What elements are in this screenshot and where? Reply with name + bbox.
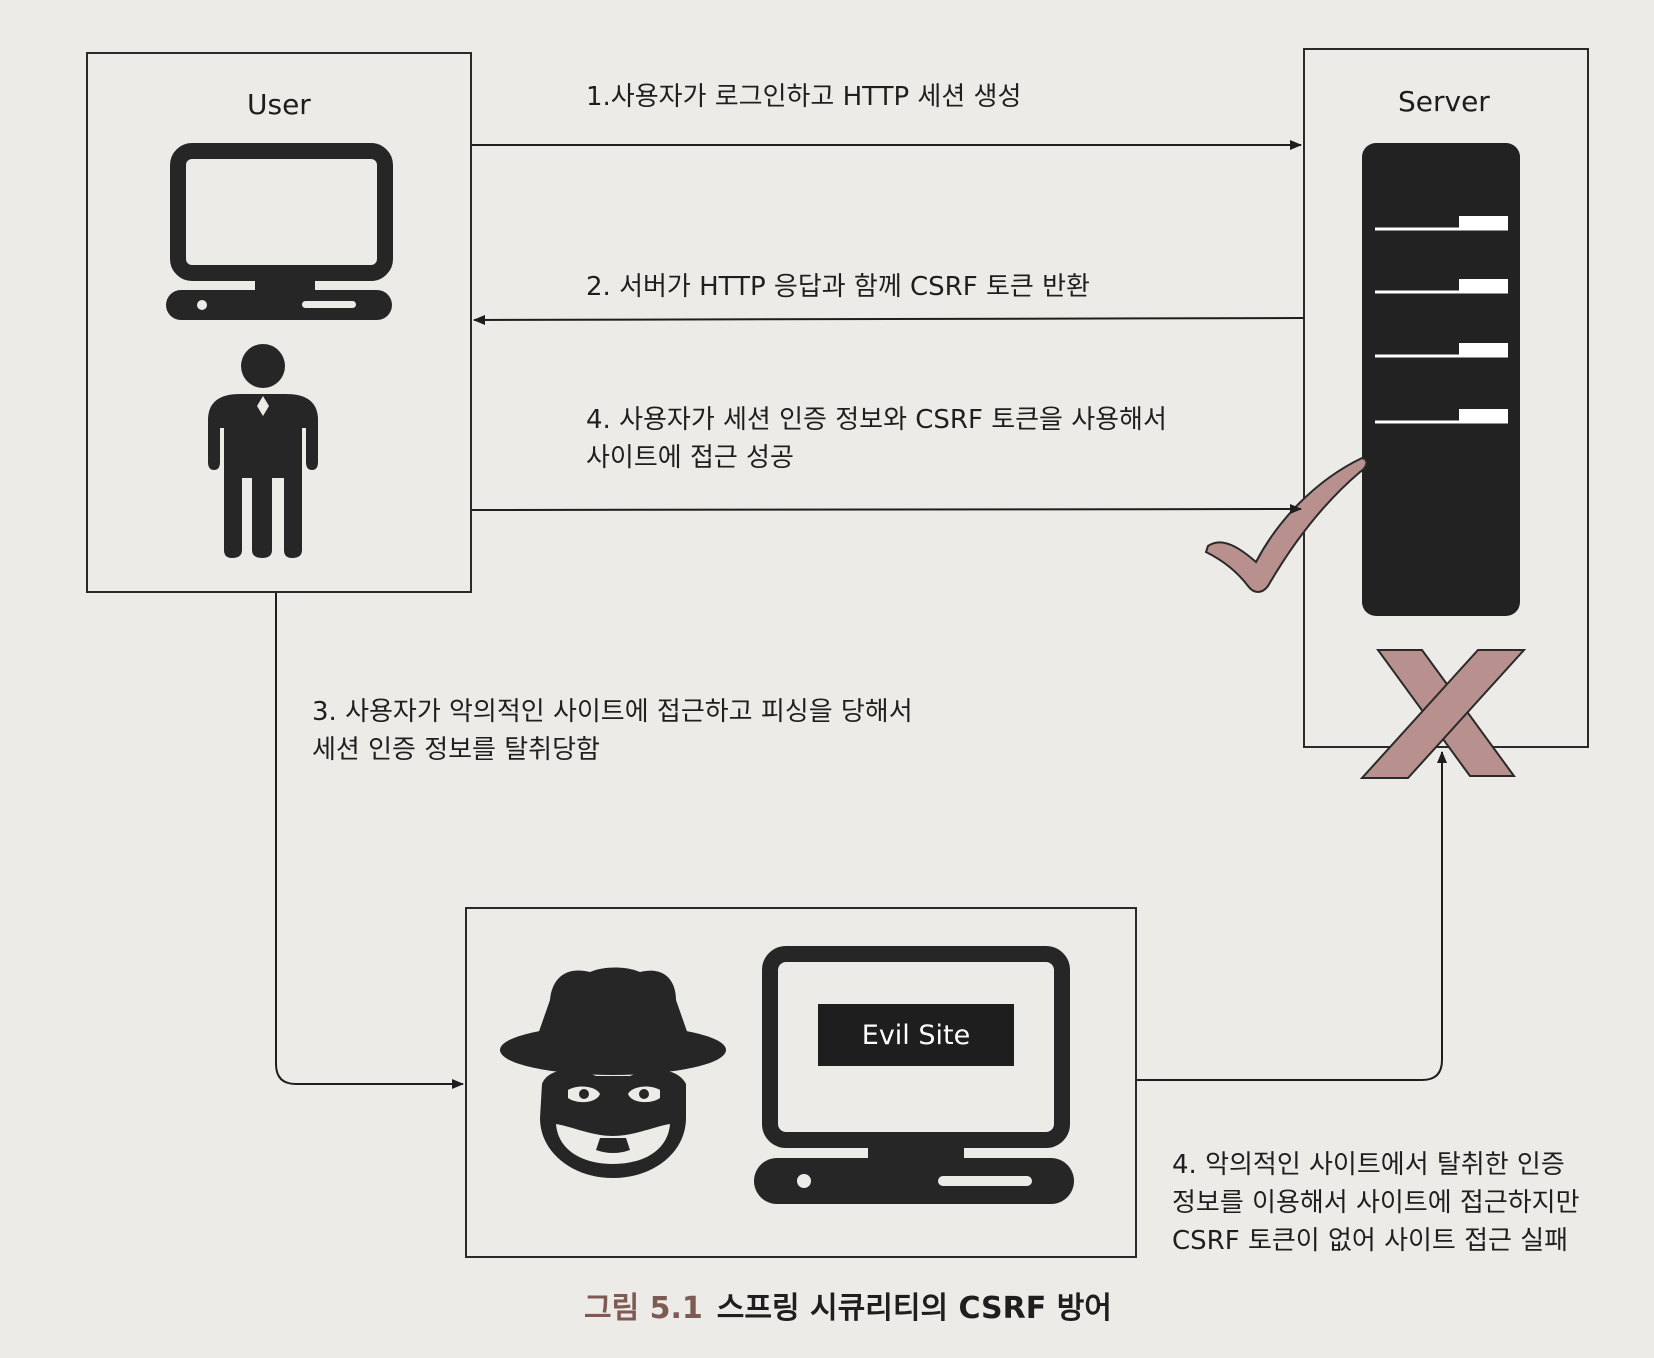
server-label: Server	[1398, 85, 1490, 118]
figure-title: 스프링 시큐리티의 CSRF 방어	[716, 1291, 1112, 1326]
arrow-step3	[275, 593, 464, 1089]
step2-label: 2. 서버가 HTTP 응답과 함께 CSRF 토큰 반환	[586, 272, 1090, 302]
arrow-step4-fail	[1137, 751, 1447, 1081]
user-box	[86, 52, 472, 593]
arrow-step2	[473, 314, 1304, 325]
hacker-icon	[500, 967, 726, 1178]
server-rack-icon	[1362, 143, 1520, 616]
step1-label: 1.사용자가 로그인하고 HTTP 세션 생성	[586, 82, 1022, 112]
figure-caption: 그림 5.1 스프링 시큐리티의 CSRF 방어	[584, 1283, 1112, 1327]
step4-success-label: 4. 사용자가 세션 인증 정보와 CSRF 토큰을 사용해서 사이트에 접근 …	[586, 405, 1167, 473]
evil-computer-icon	[754, 946, 1074, 1204]
arrow-step4-success	[471, 504, 1302, 515]
figure-number: 그림 5.1	[584, 1291, 703, 1326]
x-mark-icon	[1359, 649, 1527, 779]
computer-icon	[166, 143, 393, 320]
evil-site-screen: Evil Site	[818, 1004, 1014, 1066]
check-icon	[1204, 456, 1368, 593]
server-box	[1303, 48, 1589, 748]
person-icon	[208, 344, 318, 558]
step3-label: 3. 사용자가 악의적인 사이트에 접근하고 피싱을 당해서 세션 인증 정보를…	[312, 697, 913, 765]
step4-fail-label: 4. 악의적인 사이트에서 탈취한 인증 정보를 이용해서 사이트에 접근하지만…	[1172, 1150, 1580, 1256]
attacker-box	[465, 907, 1137, 1258]
user-label: User	[247, 88, 311, 121]
